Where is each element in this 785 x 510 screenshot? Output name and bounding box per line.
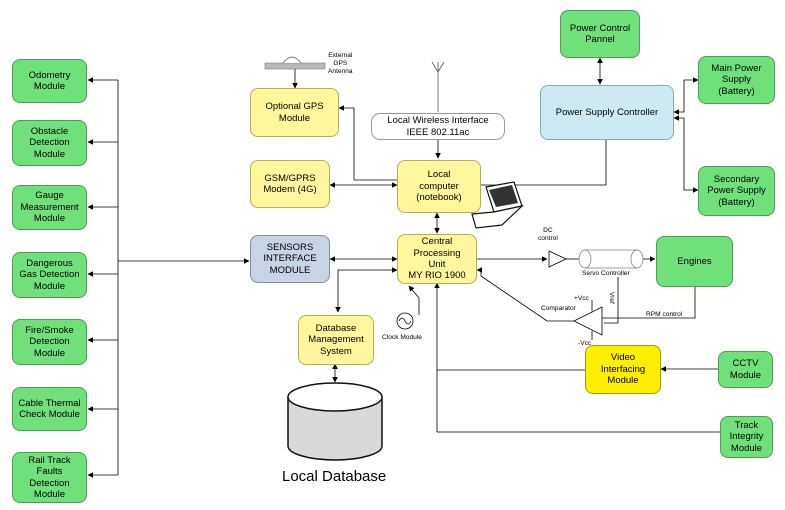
database-management-system: Database Management System (298, 315, 374, 365)
gps-antenna-icon (264, 62, 326, 70)
local-computer: Local computer (notebook) (397, 160, 481, 213)
obstacle-detection-module: Obstacle Detection Module (12, 120, 87, 166)
central-processing-unit: Central Processing Unit MY RIO 1900 (397, 234, 477, 284)
servo-controller-label: Servo Controller (582, 270, 630, 277)
power-supply-controller: Power Supply Controller (540, 85, 674, 140)
vcc-plus-label: +Vcc (574, 295, 589, 302)
vcc-minus-label: -Vcc (578, 340, 592, 347)
optional-gps-module: Optional GPS Module (250, 88, 339, 137)
engines-module: Engines (656, 236, 733, 287)
link-gps-computer (338, 105, 355, 180)
local-database-icon (287, 382, 383, 461)
dc-control-label: DC control (538, 227, 558, 242)
link-power-computer (481, 140, 607, 186)
gsm-gprs-modem: GSM/GPRS Modem (4G) (250, 160, 330, 208)
rail-track-faults-module: Rail Track Faults Detection Module (12, 452, 87, 503)
cable-thermal-module: Cable Thermal Check Module (12, 387, 87, 431)
wireless-antenna-icon (431, 61, 445, 112)
comparator-label: Comparator (541, 305, 576, 312)
secondary-power-supply: Secondary Power Supply (Battery) (698, 166, 775, 216)
clock-module-label: Clock Module (382, 334, 422, 341)
comparator-symbol (573, 306, 603, 336)
link-cpu-dbms (335, 267, 398, 313)
track-integrity-module: Track Integrity Module (720, 416, 773, 458)
odometry-module: Odometry Module (12, 59, 87, 103)
main-power-supply: Main Power Supply (Battery) (698, 56, 775, 104)
local-wireless-interface: Local Wireless Interface IEEE 802.11ac (371, 113, 505, 140)
link-comparator-cpu (476, 267, 574, 322)
dc-control-amplifier (548, 250, 567, 268)
gauge-measurement-module: Gauge Measurement Module (12, 185, 87, 230)
gps-antenna-dome-icon (282, 56, 302, 64)
link-vref (604, 277, 619, 324)
gas-detection-module: Dangerous Gas Detection Module (12, 252, 87, 298)
link-secondary-power (673, 115, 699, 193)
video-interfacing-module: Video Interfacing Module (585, 345, 661, 394)
servo-controller-icon (578, 249, 644, 269)
link-main-power (673, 77, 699, 115)
sensors-interface-module: SENSORS INTERFACE MODULE (250, 235, 330, 283)
laptop-icon (471, 181, 524, 229)
local-database-label: Local Database (282, 468, 387, 485)
clock-wave-icon (398, 317, 412, 325)
fire-smoke-detection-module: Fire/Smoke Detection Module (12, 319, 87, 365)
link-rpm-feedback (602, 287, 696, 319)
link-clock-cpu (408, 285, 420, 315)
vref-label: Vref (608, 292, 615, 304)
power-control-panel: Power Control Pannel (560, 10, 640, 58)
cctv-module: CCTV Module (718, 351, 773, 388)
rpm-control-label: RPM control (646, 311, 683, 318)
gps-antenna-label: External GPS Antenna (328, 52, 353, 75)
